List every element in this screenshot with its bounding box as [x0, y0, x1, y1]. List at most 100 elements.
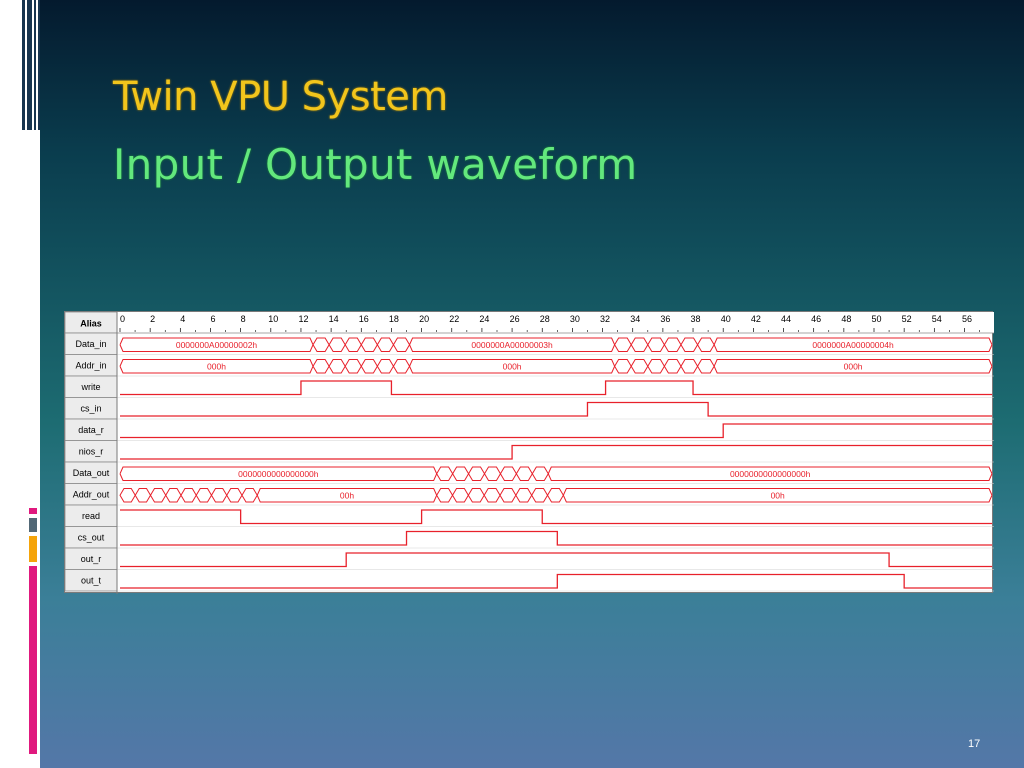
time-tick-label: 12 — [298, 314, 308, 324]
time-tick-label: 30 — [570, 314, 580, 324]
bus-transition-cell — [680, 337, 699, 352]
bus-value-region — [713, 337, 993, 352]
time-tick-label: 52 — [902, 314, 912, 324]
bus-transition-cell — [392, 337, 411, 352]
bus-transition-cell — [436, 466, 454, 481]
bus-transition-cell — [647, 359, 665, 374]
slide-subtitle: Input / Output waveform — [113, 140, 638, 189]
slide-title: Twin VPU System — [113, 74, 448, 120]
bus-transition-cell — [436, 488, 454, 503]
left-decorative-strip — [0, 0, 40, 768]
time-tick-label: 16 — [359, 314, 369, 324]
time-tick-label: 40 — [721, 314, 731, 324]
bus-transition-cell — [180, 488, 197, 503]
waveform-trace — [120, 423, 992, 439]
magenta-accent-bar-long — [29, 566, 37, 754]
time-tick-label: 22 — [449, 314, 459, 324]
magenta-accent-bar — [29, 508, 37, 514]
signal-name-out-r: out_r — [81, 554, 102, 564]
bus-transition-cell — [531, 488, 549, 503]
time-tick-label: 54 — [932, 314, 942, 324]
bus-transition-cell — [360, 359, 378, 374]
bus-transition-cell — [328, 337, 346, 352]
signal-name-data-out: Data_out — [73, 468, 110, 478]
signal-name-nios-r: nios_r — [79, 447, 104, 457]
bus-value-region — [409, 337, 616, 352]
time-tick-label: 26 — [510, 314, 520, 324]
bus-transition-cell — [376, 337, 395, 352]
bus-value-label: 00h — [340, 490, 354, 500]
signal-name-read: read — [82, 511, 100, 521]
bus-value-label: 00h — [771, 490, 785, 500]
waveform-trace — [120, 573, 992, 589]
time-tick-label: 36 — [660, 314, 670, 324]
waveform-trace — [120, 444, 992, 460]
bus-transition-cell — [392, 359, 411, 374]
waveform-trace — [120, 509, 992, 525]
bus-transition-cell — [630, 337, 649, 352]
signal-name-addr-in: Addr_in — [75, 361, 106, 371]
bus-transition-cell — [195, 488, 213, 503]
time-tick-label: 44 — [781, 314, 791, 324]
time-tick-label: 34 — [630, 314, 640, 324]
time-tick-label: 6 — [210, 314, 215, 324]
bus-transition-cell — [360, 337, 378, 352]
bus-transition-cell — [696, 337, 715, 352]
bus-transition-cell — [680, 359, 699, 374]
time-tick-label: 28 — [540, 314, 550, 324]
time-tick-label: 0 — [120, 314, 125, 324]
bus-transition-cell — [210, 488, 228, 503]
signal-name-cs-in: cs_in — [80, 404, 101, 414]
bus-value-region — [409, 359, 616, 374]
bus-transition-cell — [467, 466, 486, 481]
bus-transition-cell — [312, 337, 330, 352]
bus-value-label: 0000000A00000003h — [471, 340, 553, 350]
bus-transition-cell — [663, 337, 682, 352]
bus-transition-cell — [451, 488, 469, 503]
bus-transition-cell — [241, 488, 258, 503]
waveform-trace — [120, 552, 992, 568]
bus-transition-cell — [134, 488, 152, 503]
bus-value-region — [119, 359, 314, 374]
bus-transition-cell — [546, 488, 564, 503]
bus-transition-cell — [467, 488, 485, 503]
bus-value-region — [119, 466, 438, 481]
signal-name-data-r: data_r — [78, 425, 104, 435]
bus-transition-cell — [452, 466, 470, 481]
time-tick-label: 4 — [180, 314, 185, 324]
bus-transition-cell — [614, 359, 632, 374]
bus-transition-cell — [376, 359, 395, 374]
signal-name-cs-out: cs_out — [78, 533, 105, 543]
slate-accent-bar — [29, 518, 37, 532]
bus-value-label: 000h — [207, 361, 226, 371]
bus-value-region — [547, 466, 993, 481]
waveform-trace — [120, 380, 992, 396]
striped-bars — [22, 0, 40, 260]
bus-transition-cell — [483, 488, 501, 503]
signal-name-data-in: Data_in — [75, 339, 106, 349]
time-tick-label: 8 — [241, 314, 246, 324]
bus-value-label: 0000000A00000002h — [176, 340, 258, 350]
waveform-trace — [120, 401, 992, 417]
time-tick-label: 14 — [329, 314, 339, 324]
bus-transition-cell — [663, 359, 682, 374]
bus-transition-cell — [647, 337, 665, 352]
signal-name-out-t: out_t — [81, 576, 102, 586]
bus-value-region — [562, 488, 993, 503]
signal-name-addr-out: Addr_out — [73, 490, 110, 500]
bus-value-label: 000h — [844, 361, 863, 371]
page-number: 17 — [968, 738, 981, 750]
bus-value-label: 0000000000000000h — [238, 469, 319, 479]
bus-value-label: 000h — [503, 361, 522, 371]
time-tick-label: 50 — [871, 314, 881, 324]
bus-transition-cell — [696, 359, 715, 374]
bus-transition-cell — [344, 359, 362, 374]
bus-transition-cell — [515, 488, 533, 503]
bus-transition-cell — [499, 488, 517, 503]
bus-transition-cell — [483, 466, 502, 481]
bus-transition-cell — [499, 466, 517, 481]
bus-transition-cell — [149, 488, 167, 503]
bus-transition-cell — [119, 488, 136, 503]
